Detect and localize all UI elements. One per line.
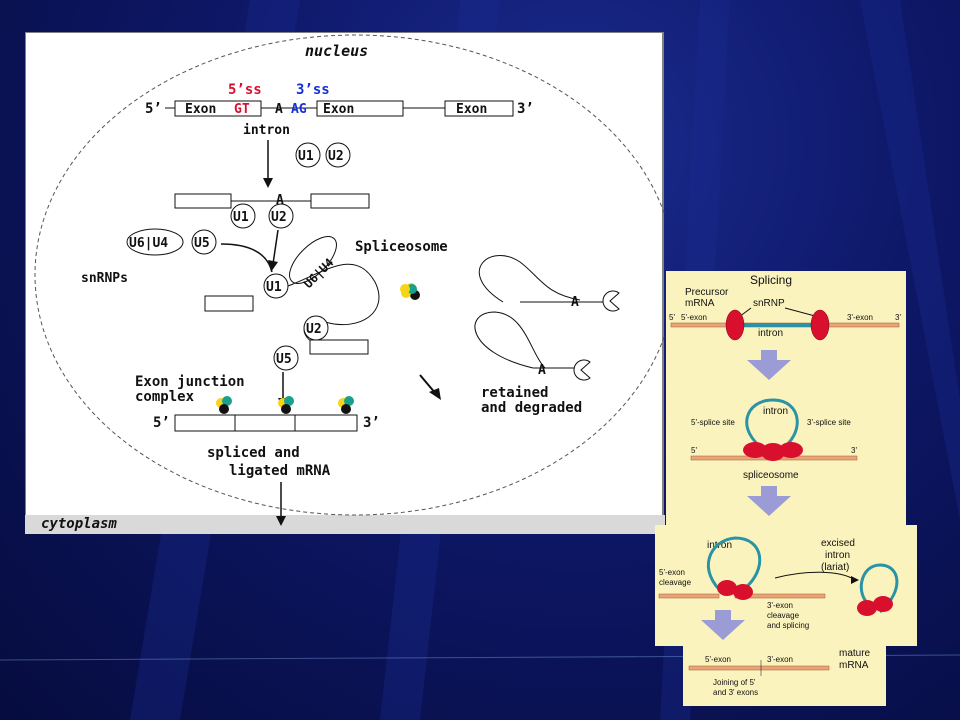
row2-spliceosome: spliceosome [743,470,799,481]
spliceosome-label: Spliceosome [355,239,448,255]
spliced-label-2: ligated mRNA [229,463,331,479]
exon-3: Exon [456,102,487,117]
row1-5exon: 5'-exon [681,313,707,322]
splicing-pathway-diagram: nucleus cytoplasm 5’ss 3’ss 5’ Exon GT A… [25,32,665,534]
nucleus-boundary [34,34,665,516]
row4-joining-2: and 3' exons [713,688,758,697]
u1-spliceosome: U1 [266,280,282,295]
row4-mature-1: mature [839,648,871,659]
ejc-cluster-1 [216,396,232,414]
row4-mature-2: mRNA [839,660,869,671]
ejc-cluster-3 [338,396,354,414]
u6u4-free: U6|U4 [129,236,168,251]
ejc-label-2: complex [135,389,195,405]
spliced-label-1: spliced and [207,445,300,461]
step-arrow-1 [747,350,791,380]
retained-line-1: retained [481,385,548,401]
row3-cleavage3-3: and splicing [767,621,809,630]
row2-intron: intron [763,406,788,417]
gt-site: GT [234,102,250,117]
snrnp-label: snRNP [753,298,785,309]
u2-spliceosome: U2 [306,322,322,337]
row1-3prime: 3' [895,313,901,322]
row3-cleavage5-1: 5'-exon [659,568,685,577]
u2-bound: U2 [271,210,287,225]
row1-intron: intron [758,328,783,339]
three-prime-end: 3’ [517,101,534,117]
row3-excised-3: (lariat) [821,562,849,573]
five-prime-end: 5’ [145,101,162,117]
snrnps-label: snRNPs [81,271,128,286]
ejc-label-1: Exon junction [135,374,245,390]
row2-splice3: 3'-splice site [807,418,851,427]
ss3-label: 3’ss [296,82,330,98]
row3-excised-1: excised [821,538,855,549]
branch-a-2: A [276,193,284,208]
ejc-cluster-2 [278,396,294,414]
ss5-label: 5’ss [228,82,262,98]
mrna-three-prime: 3’ [363,415,380,431]
step-arrow-2 [747,486,791,516]
lariat-a-2: A [538,363,546,378]
row3-cleavage5-2: cleavage [659,578,692,587]
row2-3prime: 3' [851,446,857,455]
row3-cleavage3-2: cleavage [767,611,800,620]
cytoplasm-label: cytoplasm [41,516,117,532]
nucleus-label: nucleus [305,42,368,60]
ejc-cluster-free [400,283,420,300]
row2-5prime: 5' [691,446,697,455]
exon-2: Exon [323,102,354,117]
row1-5prime: 5' [669,313,675,322]
u1-bound: U1 [233,210,249,225]
u5-free: U5 [194,236,210,251]
branch-a: A [275,102,283,117]
row3-excised-2: intron [825,550,850,561]
lariat-a-1: A [571,295,579,310]
row4-3exon: 3'-exon [767,655,793,664]
step-arrow-3 [701,610,745,640]
u2-free: U2 [328,149,344,164]
precursor-line-2: mRNA [685,298,715,309]
intron-label: intron [243,123,290,138]
row3-intron: intron [707,540,732,551]
u5-spliceosome: U5 [276,352,292,367]
retained-line-2: and degraded [481,400,582,416]
mrna-five-prime: 5’ [153,415,170,431]
u1-free: U1 [298,149,314,164]
row3-cleavage3-1: 3'-exon [767,601,793,610]
splicing-title: Splicing [750,273,792,287]
splicing-mechanism-diagram: Splicing Precursor mRNA snRNP 5' 5'-exon… [655,271,917,706]
precursor-line-1: Precursor [685,287,729,298]
row4-5exon: 5'-exon [705,655,731,664]
ag-site: AG [291,102,307,117]
row2-splice5: 5'-splice site [691,418,735,427]
row4-joining-1: Joining of 5' [713,678,756,687]
exon-1: Exon [185,102,216,117]
row1-3exon: 3'-exon [847,313,873,322]
